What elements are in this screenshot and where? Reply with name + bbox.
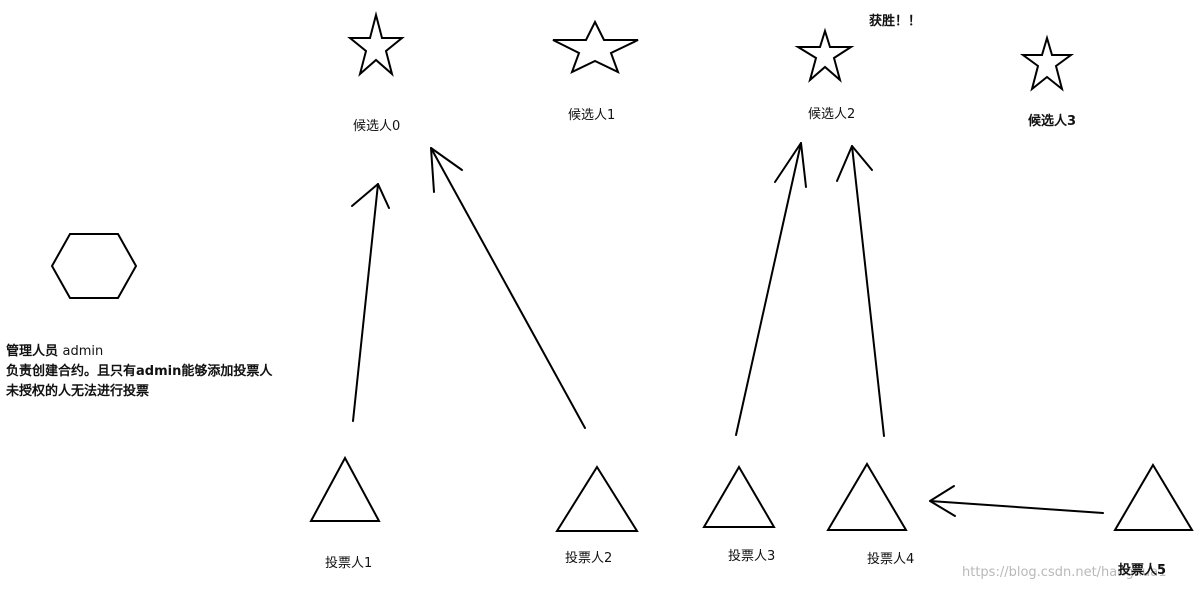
voter-1-label: 投票人1 [325, 556, 373, 571]
candidate-2-label: 候选人2 [808, 107, 856, 122]
candidate-0-star-icon [347, 11, 405, 77]
arrow-voter2-to-candidate0 [430, 147, 586, 429]
arrow-voter5-to-voter4 [929, 485, 1104, 517]
voter-2-triangle-icon [555, 465, 639, 532]
candidate-1-star-icon [552, 19, 639, 74]
admin-hexagon-icon [50, 233, 138, 299]
candidate-3-star-icon [1019, 34, 1075, 92]
voter-4-label: 投票人4 [867, 552, 915, 567]
arrow-voter3-to-candidate2 [735, 142, 807, 436]
voter-3-triangle-icon [702, 465, 776, 528]
candidate-0-label: 候选人0 [353, 119, 401, 134]
admin-title-line: 管理人员 admin [6, 342, 272, 362]
admin-restriction-line: 未授权的人无法进行投票 [6, 384, 150, 399]
voter-1-triangle-icon [309, 455, 381, 522]
voter-2-label: 投票人2 [565, 551, 613, 566]
arrow-voter1-to-candidate0 [351, 183, 390, 422]
arrow-voter4-to-candidate2 [836, 145, 885, 437]
voter-5-label: 投票人5 [1118, 563, 1167, 578]
admin-title-word: admin [62, 344, 104, 359]
candidate-2-star-icon [794, 27, 855, 83]
watermark: https://blog.csdn.net/hanghua1 [962, 565, 1167, 580]
candidate-1-label: 候选人1 [568, 108, 616, 123]
voter-5-triangle-icon [1113, 463, 1194, 531]
voter-4-triangle-icon [826, 462, 908, 531]
winner-annotation: 获胜！！ [869, 14, 922, 29]
voter-3-label: 投票人3 [728, 549, 776, 564]
candidate-3-label: 候选人3 [1028, 114, 1077, 129]
admin-title: 管理人员 [6, 344, 59, 359]
admin-description: 管理人员 admin 负责创建合约。且只有admin能够添加投票人 未授权的人无… [6, 342, 272, 402]
admin-responsibility-line: 负责创建合约。且只有admin能够添加投票人 [6, 364, 273, 379]
